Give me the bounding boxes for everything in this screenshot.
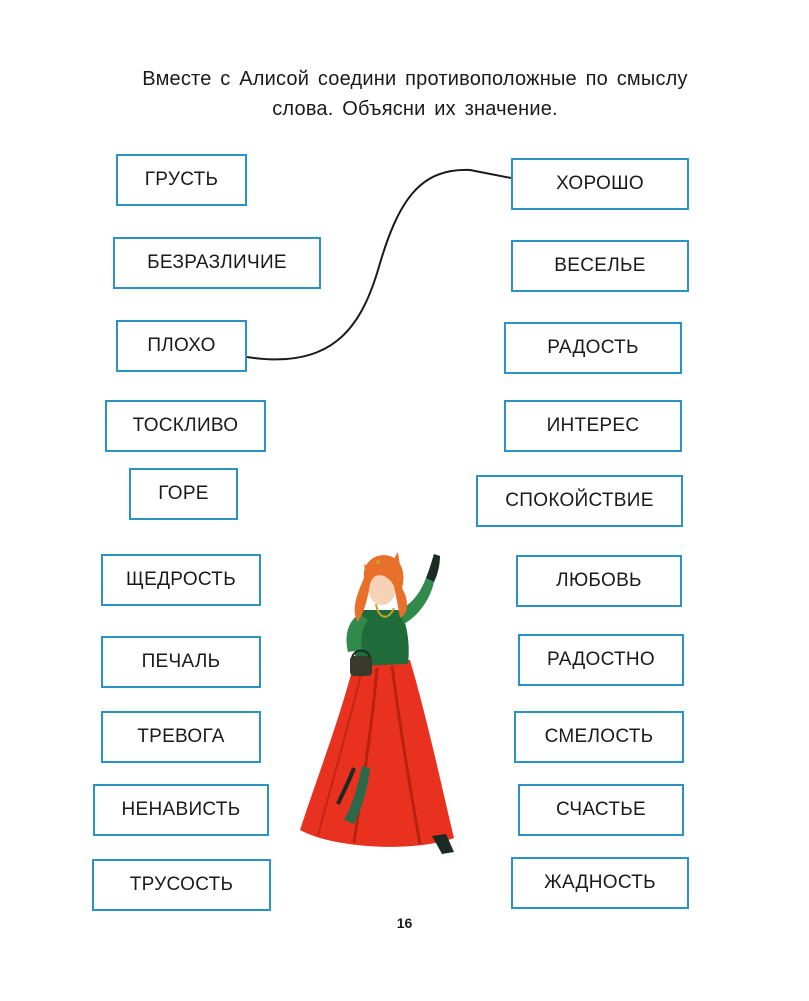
left-word-trevoga[interactable]: ТРЕВОГА: [101, 711, 261, 763]
right-word-horosho[interactable]: ХОРОШО: [511, 158, 689, 210]
right-word-lyubov[interactable]: ЛЮБОВЬ: [516, 555, 682, 607]
left-word-nenavist[interactable]: НЕНАВИСТЬ: [93, 784, 269, 836]
left-word-shchedrost[interactable]: ЩЕДРОСТЬ: [101, 554, 261, 606]
right-word-zhadnost[interactable]: ЖАДНОСТЬ: [511, 857, 689, 909]
left-word-gore[interactable]: ГОРЕ: [129, 468, 238, 520]
left-word-trusost[interactable]: ТРУСОСТЬ: [92, 859, 271, 911]
right-word-interes[interactable]: ИНТЕРЕС: [504, 400, 682, 452]
alice-illustration: [300, 552, 454, 854]
instruction-line-1: Вместе с Алисой соедини противоположные …: [142, 68, 688, 90]
right-word-radostno[interactable]: РАДОСТНО: [518, 634, 684, 686]
left-word-bezrazlichie[interactable]: БЕЗРАЗЛИЧИЕ: [113, 237, 321, 289]
right-word-schaste[interactable]: СЧАСТЬЕ: [518, 784, 684, 836]
right-word-spokoystvie[interactable]: СПОКОЙСТВИЕ: [476, 475, 683, 527]
left-word-grust[interactable]: ГРУСТЬ: [116, 154, 247, 206]
right-word-smelost[interactable]: СМЕЛОСТЬ: [514, 711, 684, 763]
left-word-ploho[interactable]: ПЛОХО: [116, 320, 247, 372]
page-number: 16: [396, 915, 413, 931]
instruction-line-2: слова. Объясни их значение.: [272, 98, 558, 120]
right-word-vesele[interactable]: ВЕСЕЛЬЕ: [511, 240, 689, 292]
left-word-toskливо[interactable]: ТОСКЛИВО: [105, 400, 266, 452]
left-word-pechal[interactable]: ПЕЧАЛЬ: [101, 636, 261, 688]
right-word-radost[interactable]: РАДОСТЬ: [504, 322, 682, 374]
instruction-text: Вместе с Алисой соедини противоположные …: [70, 64, 760, 124]
